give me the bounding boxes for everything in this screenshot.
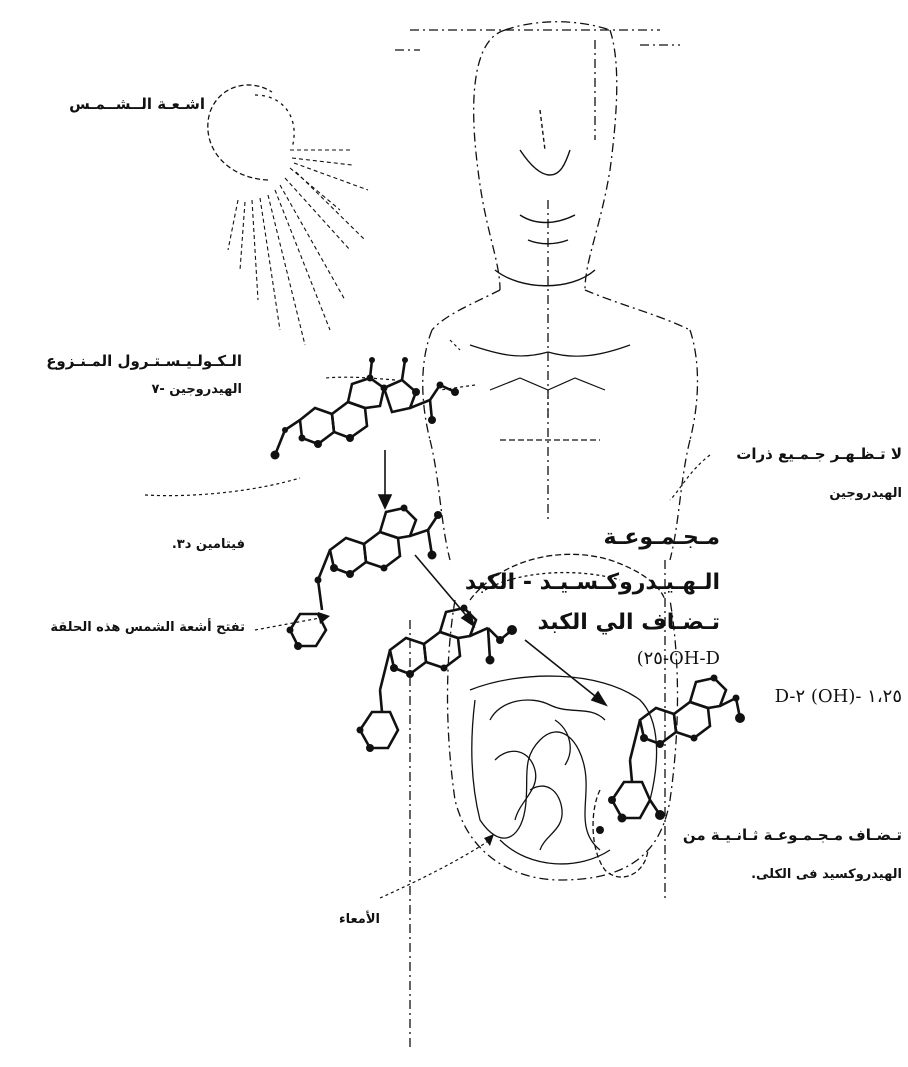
label-no-hydrogen-line2: الهيدروجين [790,486,902,502]
sun-rays [228,150,368,345]
label-hydroxyl-in-kidney: الهيدروكسيد فى الكلى. [720,867,902,883]
chest-lines [470,345,630,440]
label-second-hydroxyl-group: تـضـاف مـجـمـوعـة ثـانـيـة من [670,826,902,844]
molecule-vitamin-d3 [290,508,438,646]
label-cholesterol-line2: الهيدروجين -٧ [90,382,242,398]
label-no-hydrogen-line1: لا تـظـهـر جـمـيع ذرات [710,445,902,463]
label-hydroxyl-group: مـجـمـوعـة [520,525,720,551]
molecule-1-25-oh2-d [612,678,740,818]
label-vitamin-d3: فيتامين د٣. [140,537,245,553]
label-sun-opens-ring: تفتح أشعة الشمس هذه الحلقة [30,620,245,636]
molecule-2-atoms [287,505,443,651]
label-1-25-oh2-d: D-٢ (OH)- ١،٢٥ [742,686,902,708]
label-added-to-liver: تـضـاف الي الكبد [490,610,720,636]
label-sun-rays: اشـعـة الــشــمـس [70,95,205,113]
label-cholesterol-line1: الـكـولـيـسـتـرول المـنـزوع [70,352,242,370]
label-intestines: الأمعاء [300,912,380,928]
intestines-icon [470,676,657,864]
label-hydroxyl-liver: الـهـيـدروكـسـيـد - الكبد [420,570,720,596]
label-25-oh-d: (٢٥-OH-D [620,648,720,670]
face-features [495,110,595,286]
sun-icon [208,85,294,180]
